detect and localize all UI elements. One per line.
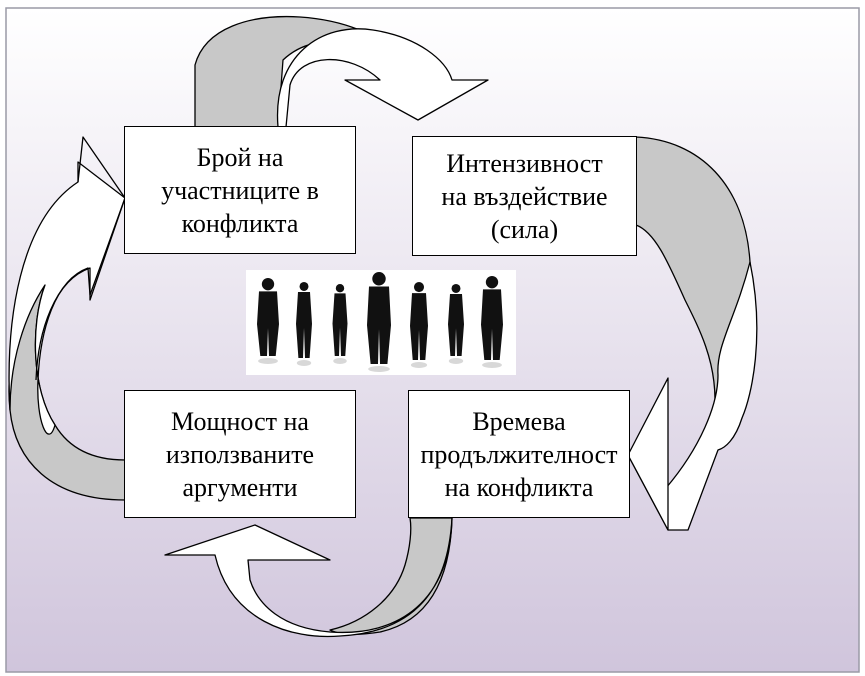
text-line: конфликта: [181, 208, 299, 238]
box-conflict-duration: Времева продължителност на конфликта: [408, 390, 630, 518]
box-participants-count: Брой на участниците в конфликта: [124, 126, 356, 254]
text-line: използваните: [165, 439, 315, 469]
text-line: на конфликта: [444, 472, 594, 502]
text-line: Интензивност: [446, 148, 603, 178]
text-line: Времева: [472, 406, 566, 436]
box-conflict-duration-text: Времева продължителност на конфликта: [420, 405, 617, 504]
text-line: Мощност на: [171, 406, 309, 436]
box-arguments-power-text: Мощност на използваните аргументи: [166, 405, 314, 504]
person-silhouette: [481, 276, 503, 368]
person-silhouette: [410, 282, 428, 368]
person-silhouette: [296, 282, 312, 366]
people-silhouettes-icon: [246, 270, 516, 375]
person-silhouette: [448, 284, 464, 364]
cycle-arrow-left: [8, 136, 126, 501]
cycle-arrow-top: [194, 15, 489, 128]
text-line: Брой на: [196, 142, 284, 172]
text-line: (сила): [490, 214, 559, 244]
cycle-arrow-right: [627, 136, 758, 531]
person-silhouette: [257, 278, 279, 364]
text-line: на въздействие: [441, 181, 608, 211]
box-participants-count-text: Брой на участниците в конфликта: [161, 141, 319, 240]
text-line: продължителност: [420, 439, 618, 469]
text-line: аргументи: [182, 472, 298, 502]
text-line: участниците в: [161, 175, 319, 205]
box-impact-intensity: Интензивност на въздействие (сила): [412, 136, 637, 256]
person-silhouette: [367, 272, 391, 372]
person-silhouette: [332, 284, 348, 364]
cycle-arrow-bottom: [164, 517, 453, 638]
box-impact-intensity-text: Интензивност на въздействие (сила): [441, 147, 607, 246]
box-arguments-power: Мощност на използваните аргументи: [124, 390, 356, 518]
